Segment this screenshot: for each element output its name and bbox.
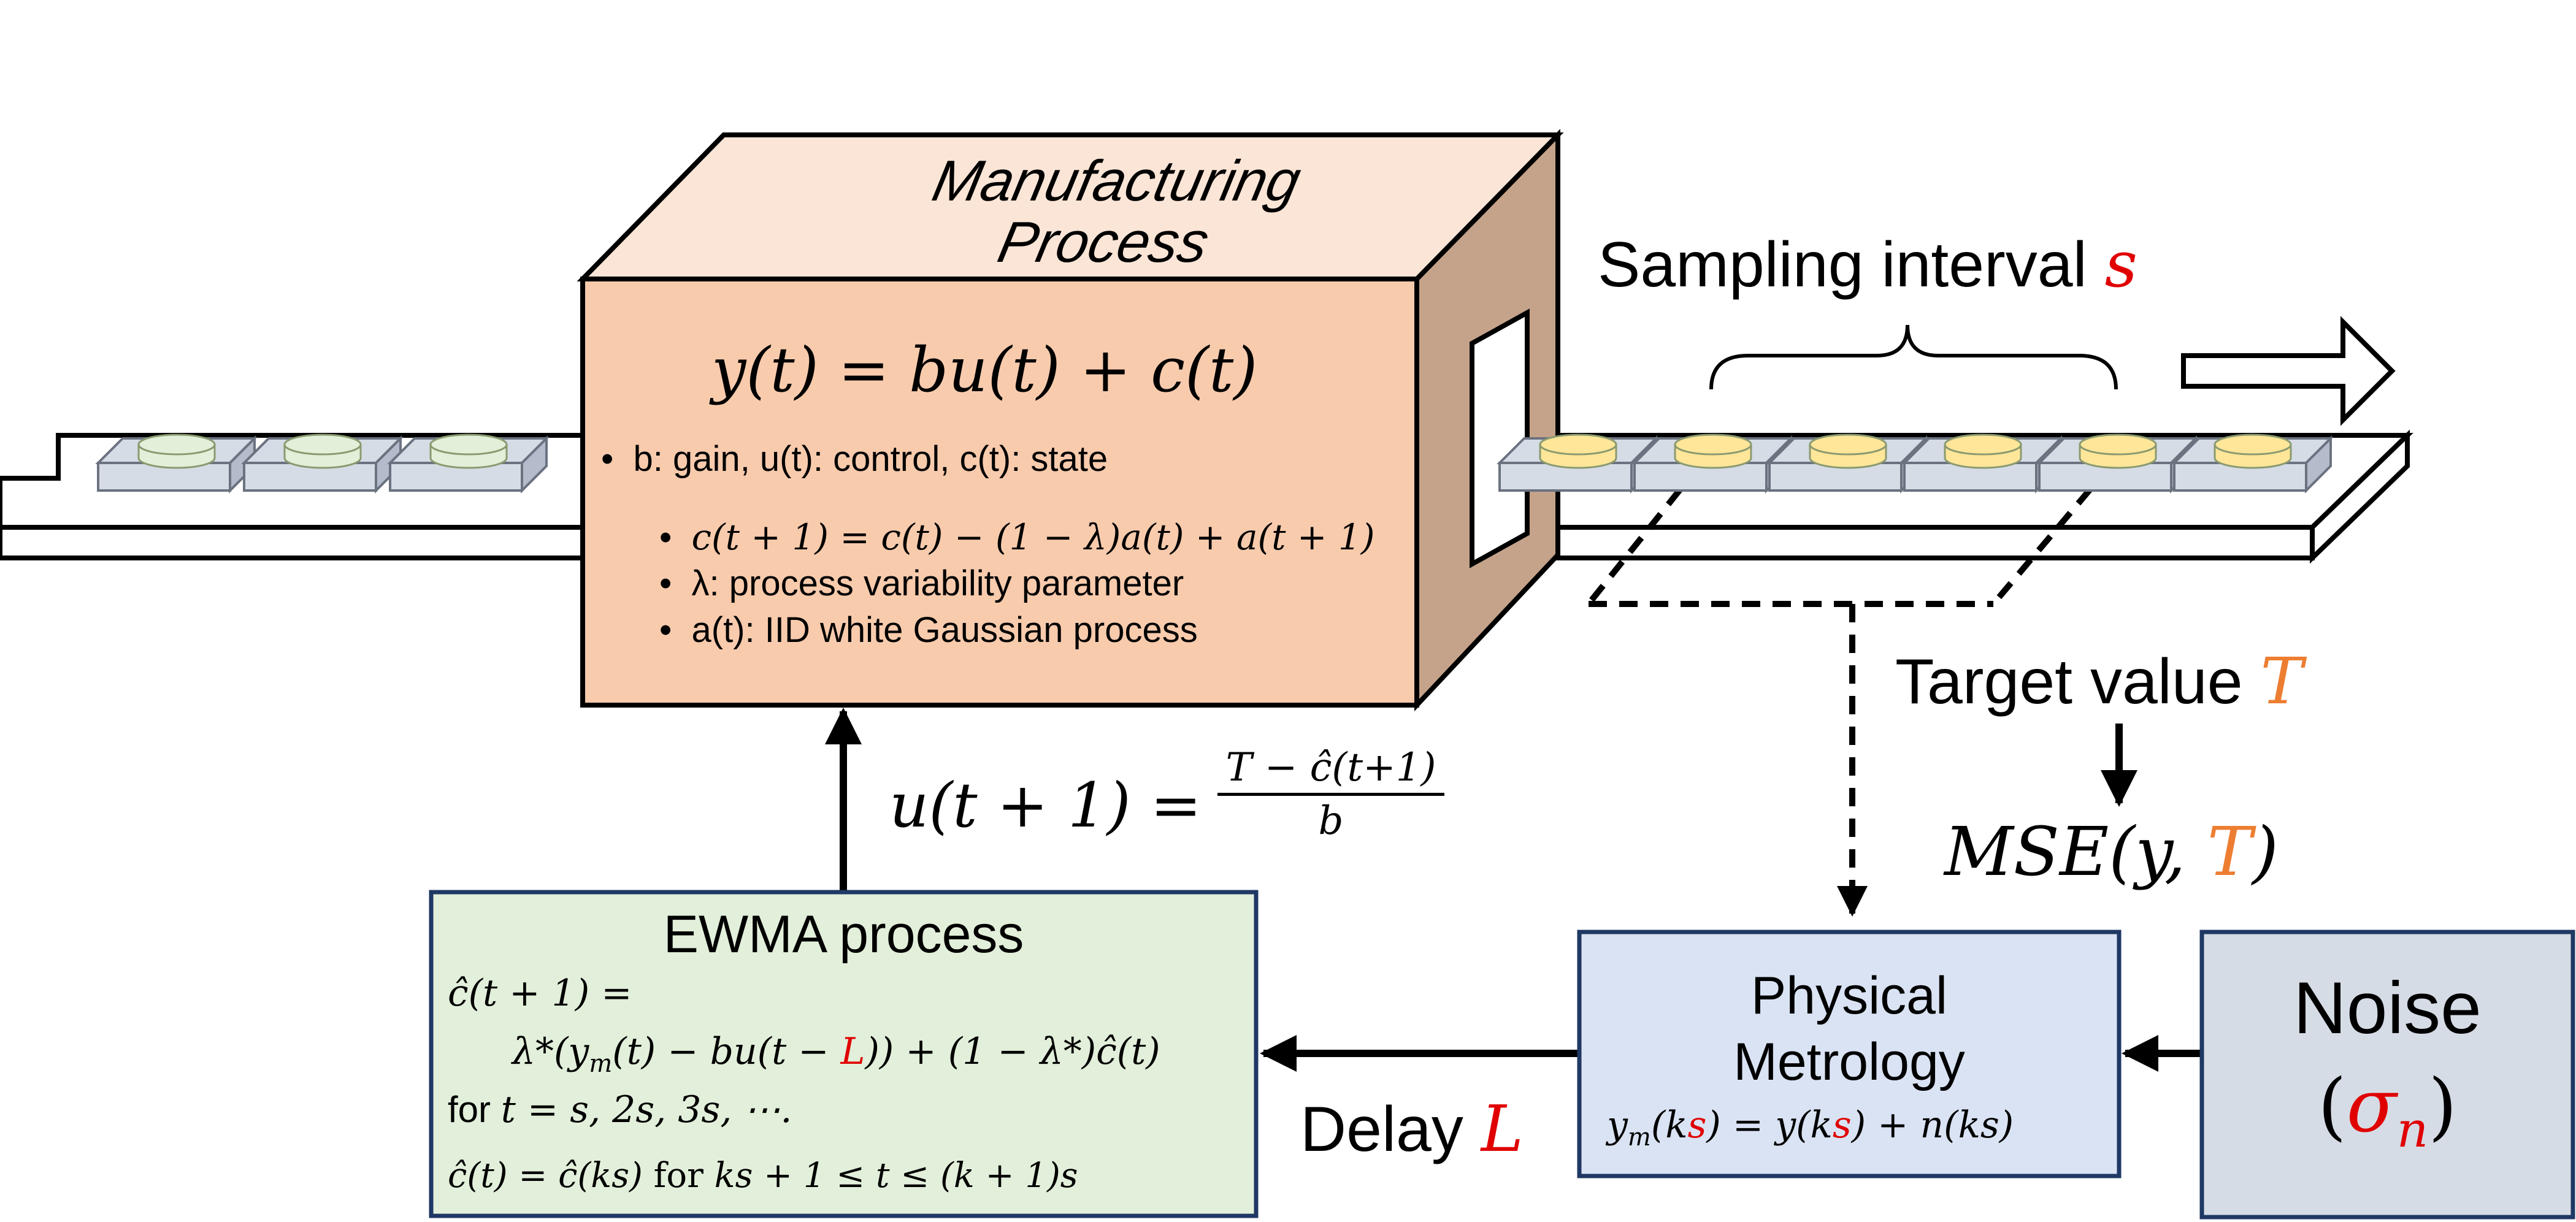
delay-label: Delay L: [1300, 1091, 1524, 1166]
ewma-line2-b: (t) − bu(t −: [612, 1030, 841, 1073]
target-value-text: Target value: [1895, 646, 2243, 717]
ewma-line-1: ĉ(t + 1) =: [448, 972, 632, 1015]
control-law-denominator: b: [1318, 798, 1344, 844]
metrology-eq-c: ) = y(k: [1706, 1104, 1833, 1147]
metrology-eq-s2: s: [1832, 1104, 1852, 1147]
mse-prefix: MSE(y,: [1944, 812, 2207, 891]
sampling-interval-label: Sampling interval s: [1598, 227, 2137, 302]
noise-box: [2199, 930, 2575, 1220]
metrology-title-line1: Physical: [1750, 966, 1948, 1025]
ewma-line3-math: t = s, 2s, 3s, ⋯.: [500, 1088, 792, 1131]
sampling-interval-brace: [1709, 324, 2118, 390]
metrology-title: Physical Metrology: [1579, 963, 2119, 1095]
noise-label: Noise: [2293, 967, 2482, 1049]
ewma-title: EWMA process: [663, 905, 1024, 964]
bullet-dot: •: [659, 563, 692, 603]
target-value-label: Target value T: [1895, 644, 2303, 719]
mse-suffix: ): [2252, 812, 2279, 891]
metrology-eq-d: ) + n(ks): [1851, 1104, 2014, 1147]
bullet-dot: •: [659, 610, 692, 650]
control-law-numerator: T − ĉ(t+1): [1217, 745, 1444, 796]
ewma-box: [429, 890, 1259, 1218]
flow-direction-arrow: [2181, 316, 2396, 426]
metrology-eq-s1: s: [1687, 1104, 1707, 1147]
processed-wafer-6: [2171, 433, 2334, 494]
process-box-3d: [577, 129, 1564, 712]
right-belt-side: [2310, 429, 2410, 564]
metrology-eq-a: y: [1607, 1104, 1628, 1147]
bullet-dot: •: [659, 517, 692, 557]
control-law-lhs: u(t + 1) =: [889, 769, 1202, 841]
ewma-line-2: λ*(ym(t) − bu(t − L)) + (1 − λ*)ĉ(t): [512, 1030, 1160, 1078]
sampling-interval-symbol: s: [2104, 227, 2138, 302]
metrology-equation: ym(ks) = y(ks) + n(ks): [1607, 1104, 2014, 1151]
bullet-dot: •: [601, 439, 634, 479]
processed-wafer-4: [1901, 433, 2064, 494]
ewma-line4-b: ks + 1 ≤ t ≤ (k + 1)s: [714, 1156, 1078, 1196]
processed-wafer-3: [1766, 433, 1929, 494]
delay-symbol: L: [1481, 1091, 1524, 1166]
process-equation: y(t) = bu(t) + c(t): [711, 334, 1258, 406]
left-belt-front: [0, 525, 591, 560]
noise-sigma-symbol: σ: [2346, 1064, 2397, 1149]
process-box-front: [580, 277, 1419, 708]
process-sub-bullet-2: • λ: process variability parameter: [659, 563, 1184, 604]
metrology-box: [1577, 930, 2122, 1178]
noise-paren-close: ): [2428, 1064, 2458, 1149]
ewma-line2-sub: m: [589, 1050, 613, 1078]
right-belt-front: [1470, 525, 2315, 560]
processed-wafer-5: [2036, 433, 2199, 494]
process-sub-bullet-1-text: c(t + 1) = c(t) − (1 − λ)a(t) + a(t + 1): [691, 516, 1375, 558]
process-sub-bullet-2-text: λ: process variability parameter: [691, 563, 1184, 603]
ewma-line4-a: ĉ(t) = ĉ(ks): [448, 1156, 643, 1196]
process-bullet-1: • b: gain, u(t): control, c(t): state: [601, 438, 1108, 479]
control-law-fraction: T − ĉ(t+1) b: [1217, 745, 1444, 844]
ewma-line4-mid: for: [642, 1156, 715, 1196]
mse-expression: MSE(y, T): [1944, 812, 2279, 891]
process-title-line2: Process: [992, 210, 1215, 274]
process-sub-bullet-1: • c(t + 1) = c(t) − (1 − λ)a(t) + a(t + …: [659, 516, 1374, 558]
metrology-eq-b: (k: [1650, 1104, 1688, 1147]
process-sub-bullet-3: • a(t): IID white Gaussian process: [659, 609, 1198, 651]
sampling-dashed-lines: [1586, 464, 2112, 917]
process-box-window: [1470, 308, 1530, 568]
ewma-delay-symbol: L: [840, 1030, 865, 1073]
delay-text: Delay: [1300, 1094, 1463, 1165]
ewma-line3-prefix: for: [448, 1089, 501, 1130]
ewma-line2-a: λ*(y: [512, 1030, 589, 1073]
process-title: Manufacturing Process: [711, 148, 1510, 274]
ewma-line2-c: )) + (1 − λ*)ĉ(t): [865, 1030, 1160, 1073]
process-sub-bullet-3-text: a(t): IID white Gaussian process: [691, 610, 1198, 650]
noise-paren-open: (: [2317, 1064, 2347, 1149]
process-title-line1: Manufacturing: [927, 148, 1306, 213]
noise-sigma-sub: n: [2396, 1101, 2429, 1158]
wafer-items: [95, 433, 2334, 494]
ewma-line-3: for t = s, 2s, 3s, ⋯.: [448, 1088, 792, 1131]
sampling-interval-text: Sampling interval: [1598, 229, 2087, 300]
target-value-symbol: T: [2260, 644, 2303, 719]
ewma-line-4: ĉ(t) = ĉ(ks) for ks + 1 ≤ t ≤ (k + 1)s: [448, 1156, 1078, 1196]
process-bullet-1-text: b: gain, u(t): control, c(t): state: [633, 439, 1108, 479]
metrology-title-line2: Metrology: [1733, 1033, 1965, 1091]
unprocessed-wafer-3: [387, 433, 550, 494]
unprocessed-wafer-1: [95, 433, 258, 494]
metrology-eq-sub: m: [1627, 1123, 1651, 1151]
unprocessed-wafer-2: [241, 433, 404, 494]
processed-wafer-1: [1497, 433, 1659, 494]
noise-sigma: (σn): [2202, 1064, 2573, 1158]
processed-wafer-2: [1631, 433, 1794, 494]
mse-target-symbol: T: [2207, 812, 2253, 891]
